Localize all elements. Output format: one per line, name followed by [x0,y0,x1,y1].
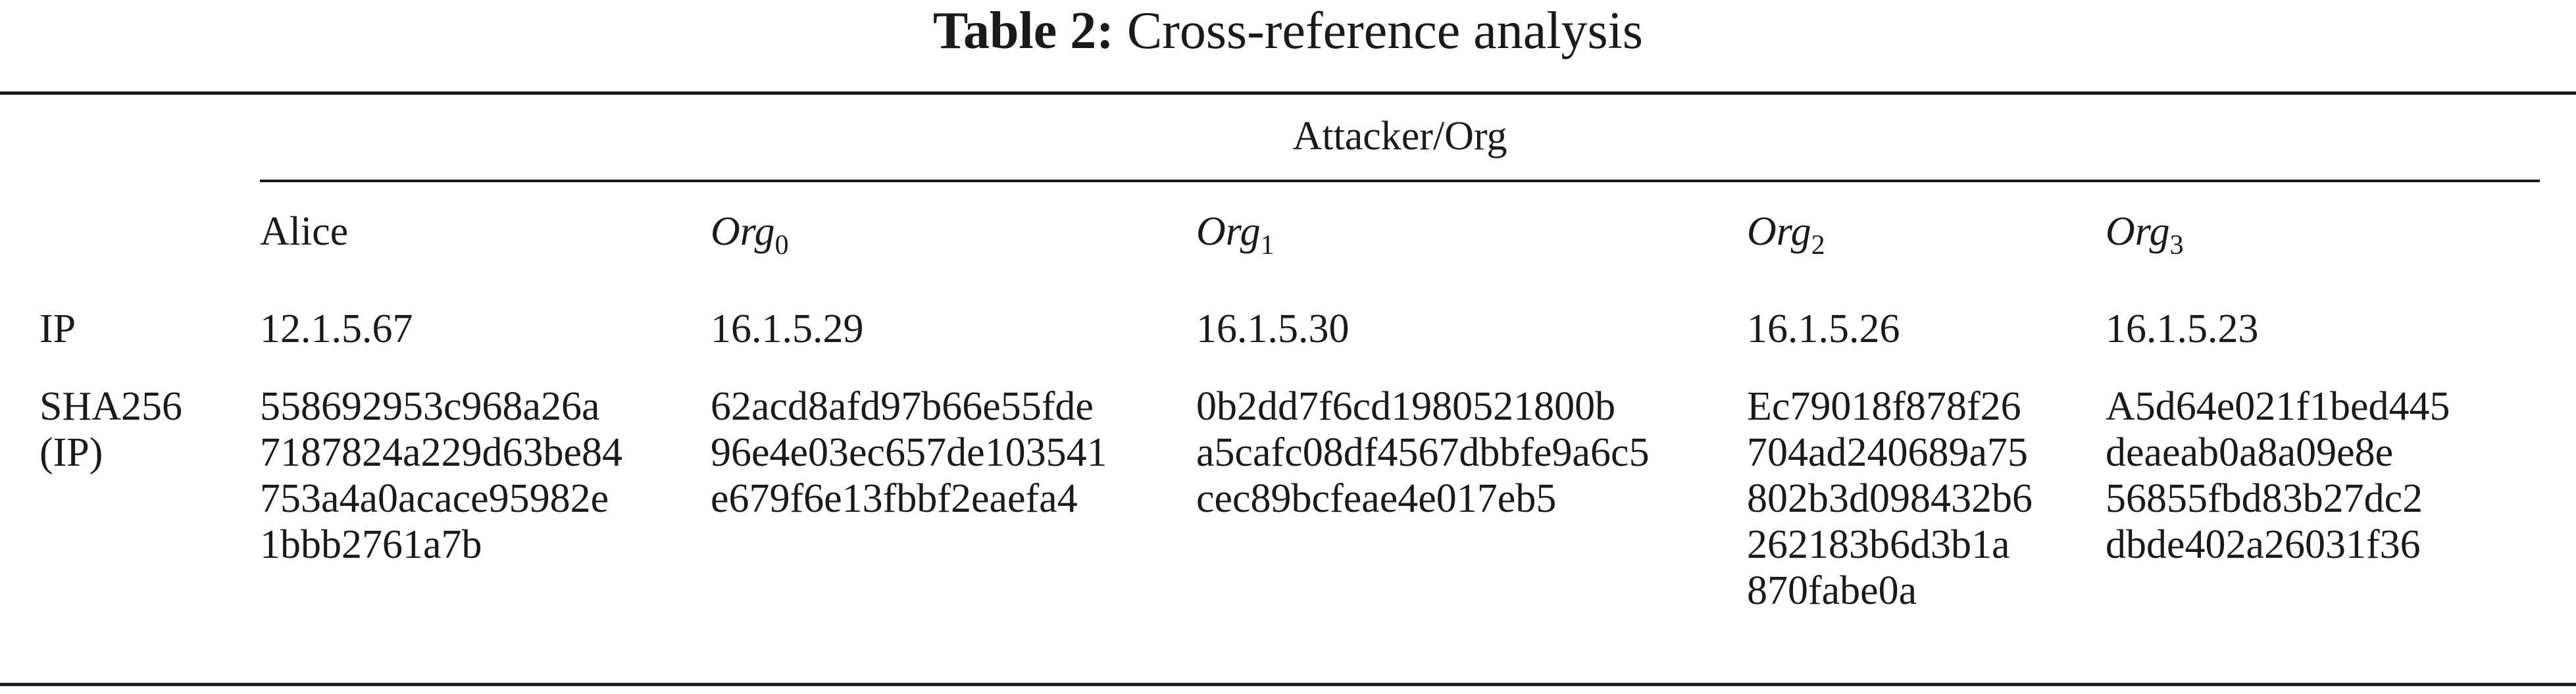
cell-line: 16.1.5.23 [2106,307,2259,351]
table-cell-hash-org2: Ec79018f878f26 704ad240689a75 802b3d0984… [1747,384,2033,614]
column-header-alice: Alice [260,211,348,253]
group-header-rule [260,180,2540,182]
column-header-subscript: 2 [1811,230,1825,260]
column-header-org1: Org1 [1196,209,1275,261]
group-header: Attacker/Org [1292,114,1507,159]
table-cell-hash-org3: A5d64e021f1bed445 deaeab0a8a09e8e 56855f… [2106,384,2450,568]
table-cell-hash-alice: 558692953c968a26a 7187824a229d63be84 753… [260,384,622,568]
column-header-base: Alice [260,209,349,254]
row-label-sha256: SHA256 (IP) [39,384,182,476]
cell-line: 16.1.5.30 [1196,307,1350,351]
cell-line: e679f6e13fbbf2eaefa4 [711,476,1078,521]
cell-line: Ec79018f878f26 [1747,384,2021,429]
caption-label: Table 2: [933,2,1114,60]
cell-line: 62acd8afd97b66e55fde [711,384,1094,429]
column-header-base: Org [711,209,775,254]
column-header-org3: Org3 [2106,209,2184,261]
column-header-org0: Org0 [711,209,789,261]
table-bottom-rule [0,683,2576,686]
column-header-base: Org [2106,209,2170,254]
table-caption: Table 2: Cross-reference analysis [0,0,2576,62]
column-header-base: Org [1747,209,1811,254]
cell-line: 802b3d098432b6 [1747,476,2033,521]
cell-line: cec89bcfeae4e017eb5 [1196,476,1557,521]
column-header-base: Org [1196,209,1261,254]
column-header-subscript: 0 [774,230,789,260]
table-top-rule [0,91,2576,95]
column-header-org2: Org2 [1747,209,1825,261]
cell-line: 16.1.5.26 [1747,307,1900,351]
cell-line: 704ad240689a75 [1747,430,2029,475]
table-cell-hash-org1: 0b2dd7f6cd1980521800b a5cafc08df4567dbbf… [1196,384,1650,522]
caption-title: Cross-reference analysis [1126,2,1643,60]
table-cell-ip-org1: 16.1.5.30 [1196,306,1350,352]
cell-line: 7187824a229d63be84 [260,430,623,475]
column-header-subscript: 1 [1260,230,1275,260]
table-cell-ip-org0: 16.1.5.29 [711,306,864,352]
cell-line: 56855fbd83b27dc2 [2106,476,2423,521]
column-header-subscript: 3 [2169,230,2184,260]
row-label-line: IP [39,307,76,351]
cell-line: 558692953c968a26a [260,384,600,429]
cell-line: 870fabe0a [1747,568,1917,613]
cell-line: 262183b6d3b1a [1747,522,2010,567]
table-cell-ip-alice: 12.1.5.67 [260,306,413,352]
cell-line: A5d64e021f1bed445 [2106,384,2450,429]
cell-line: 16.1.5.29 [711,307,864,351]
cell-line: 12.1.5.67 [260,307,413,351]
table-cell-ip-org3: 16.1.5.23 [2106,306,2259,352]
table-cell-hash-org0: 62acd8afd97b66e55fde 96e4e03ec657de10354… [711,384,1107,522]
cell-line: 96e4e03ec657de103541 [711,430,1107,475]
cell-line: dbde402a26031f36 [2106,522,2421,567]
cell-line: a5cafc08df4567dbbfe9a6c5 [1196,430,1650,475]
cell-line: deaeab0a8a09e8e [2106,430,2394,475]
table-cell-ip-org2: 16.1.5.26 [1747,306,1900,352]
cell-line: 0b2dd7f6cd1980521800b [1196,384,1616,429]
cell-line: 1bbb2761a7b [260,522,482,567]
cell-line: 753a4a0acace95982e [260,476,609,521]
row-label-line: SHA256 [39,384,183,429]
row-label-ip: IP [39,306,76,352]
row-label-line: (IP) [39,430,103,475]
